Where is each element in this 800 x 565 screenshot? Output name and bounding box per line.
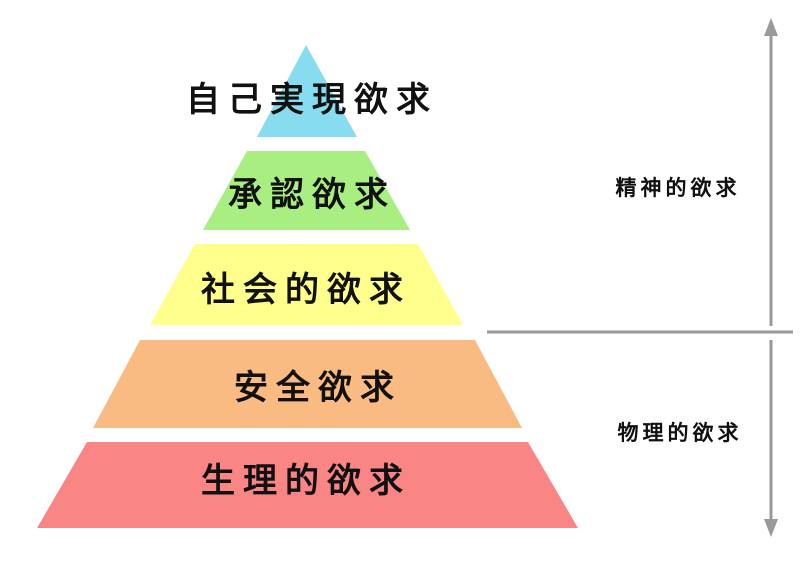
tier-label-esteem: 承認欲求 [228, 175, 396, 215]
tier-esteem [203, 151, 410, 230]
arrow-up-icon [764, 18, 778, 36]
tier-self-actualization [257, 45, 357, 137]
tier-label-self-actualization: 自己実現欲求 [186, 80, 438, 120]
tier-social [150, 244, 463, 325]
tier-safety [93, 340, 522, 428]
arrow-down-icon [764, 519, 778, 537]
group-label-mental: 精神的欲求 [616, 176, 741, 200]
group-label-physical: 物理的欲求 [618, 421, 743, 445]
tier-label-safety: 安全欲求 [234, 368, 402, 408]
tier-label-social: 社会的欲求 [201, 270, 411, 310]
tier-physiological [37, 442, 578, 528]
tier-label-physiological: 生理的欲求 [201, 461, 411, 501]
